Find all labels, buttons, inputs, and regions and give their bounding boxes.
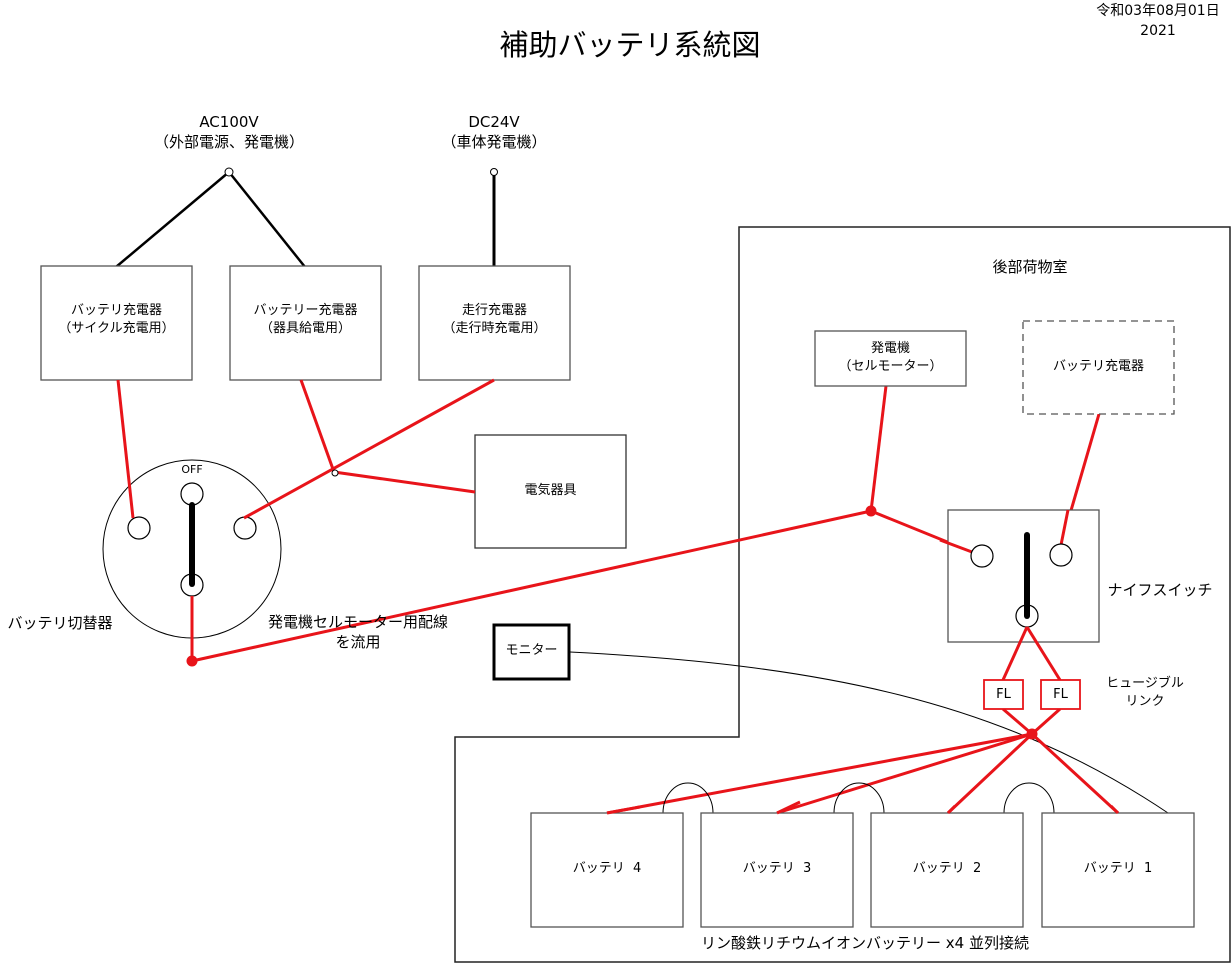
date-stamp: 令和03年08月01日 2021	[1093, 2, 1223, 41]
wire-selector-to-generator-junction	[191, 509, 872, 663]
date-japanese: 令和03年08月01日	[1096, 3, 1220, 19]
charger-box-appliance	[229, 265, 382, 381]
page-title: 補助バッテリ系統図	[499, 28, 761, 62]
knife-left-terminal	[970, 544, 994, 568]
junction-generator	[865, 505, 877, 517]
wire-end-battery-1	[1109, 804, 1120, 815]
fusible-link-caption: ヒュージブル リンク	[1090, 675, 1200, 710]
battery-2-label: バッテリ 2	[912, 861, 982, 876]
charger-appliance-label: バッテリー充電器 （器具給電用）	[230, 302, 381, 337]
fusible-link-right-label: FL	[1053, 687, 1068, 702]
wire-fl-left-to-junction	[1002, 707, 1033, 736]
battery-box-3	[700, 812, 854, 928]
selector-right-terminal	[233, 516, 257, 540]
junction-batteries	[1026, 728, 1038, 740]
charger-cycle-label: バッテリ充電器 （サイクル充電用）	[41, 302, 192, 337]
wire-running-charger-to-selector	[243, 378, 495, 520]
wire-end-battery-2	[946, 804, 957, 815]
onboard-charger-box	[1022, 320, 1175, 415]
charger-box-running	[418, 265, 571, 381]
wire-junction-to-battery-2	[946, 732, 1034, 815]
fusible-link-left-label: FL	[996, 687, 1011, 702]
selector-label: バッテリ切替器	[7, 614, 113, 632]
wire-knife-to-fl-left	[1001, 626, 1029, 681]
battery-box-4	[530, 812, 684, 928]
ac-terminal	[224, 167, 234, 177]
monitor-label: モニター	[505, 643, 558, 658]
wire-junction-to-battery-1	[1030, 732, 1120, 815]
fusible-link-caption-line2: リンク	[1125, 693, 1165, 709]
selector-left-terminal	[127, 516, 151, 540]
wire-appliance-charger-to-junction	[299, 379, 336, 473]
wire-junction-to-battery-4	[606, 732, 1033, 815]
rear-compartment-title: 後部荷物室	[992, 258, 1068, 276]
battery-caption: リン酸鉄リチウムイオンバッテリー x4 並列接続	[701, 934, 1029, 952]
battery-link-4-3	[662, 782, 714, 814]
generator-name: 発電機	[870, 341, 910, 356]
ac-source-label: AC100V （外部電源、発電機）	[129, 112, 329, 153]
appliance-label: 電気器具	[524, 483, 577, 498]
charger-running-purpose: （走行時充電用）	[442, 320, 547, 336]
battery-4-label: バッテリ 4	[572, 861, 642, 876]
wiring-note-line1: 発電機セルモーター用配線	[267, 613, 448, 631]
knife-switch-wire-right-redraw	[1059, 509, 1070, 546]
wire-junction-to-battery-3	[776, 732, 1033, 815]
generator-label: 発電機 （セルモーター）	[815, 340, 966, 375]
dc-source-voltage: DC24V	[468, 113, 520, 131]
wire-fl-right-to-junction	[1031, 707, 1061, 736]
wiring-note-line2: を流用	[335, 633, 381, 652]
wire-junction-to-appliance	[333, 470, 476, 494]
battery-box-1	[1041, 812, 1195, 928]
appliance-box	[474, 434, 627, 549]
wire-end-battery-3	[776, 800, 801, 815]
selector-off-label: OFF	[181, 463, 203, 476]
fusible-link-right	[1040, 679, 1081, 710]
junction-appliance	[331, 469, 339, 477]
selector-off-terminal	[180, 482, 204, 506]
dc-source-label: DC24V （車体発電機）	[414, 112, 574, 153]
date-year: 2021	[1140, 22, 1176, 39]
ac-source-voltage: AC100V	[199, 113, 259, 131]
battery-3-label: バッテリ 3	[742, 861, 812, 876]
junction-selector	[186, 655, 198, 667]
rear-compartment-outline	[454, 226, 1231, 963]
wire-end-battery-4	[606, 805, 641, 815]
knife-switch-label: ナイフスイッチ	[1107, 581, 1213, 599]
charger-appliance-name: バッテリー充電器	[253, 303, 358, 318]
wire-knife-to-fl-right	[1025, 626, 1062, 681]
ac-line-right	[228, 171, 306, 268]
charger-appliance-purpose: （器具給電用）	[259, 320, 351, 336]
battery-wire-ends	[606, 800, 1120, 815]
wire-cycle-charger-to-selector	[116, 379, 135, 519]
knife-right-terminal	[1049, 543, 1073, 567]
generator-box	[814, 330, 967, 387]
charger-running-name: 走行充電器	[461, 303, 527, 318]
charger-box-cycle	[40, 265, 193, 381]
charger-running-label: 走行充電器 （走行時充電用）	[419, 302, 570, 337]
battery-1-label: バッテリ 1	[1083, 861, 1153, 876]
ac-source-desc: （外部電源、発電機）	[153, 133, 304, 152]
fusible-link-wires	[606, 626, 1120, 815]
charger-cycle-name: バッテリ充電器	[70, 303, 162, 318]
wire-generator-to-junction	[869, 385, 888, 512]
battery-box-2	[870, 812, 1024, 928]
battery-link-2-1	[1003, 782, 1055, 814]
wiring-note: 発電機セルモーター用配線 を流用	[258, 612, 458, 653]
monitor-box	[492, 623, 571, 681]
fusible-link-left	[983, 679, 1024, 710]
monitor-wire	[569, 651, 1169, 814]
battery-link-3-2	[833, 782, 885, 814]
ac-line-left	[115, 171, 230, 268]
generator-desc: （セルモーター）	[838, 358, 943, 374]
knife-switch-wire-left-redraw	[939, 538, 973, 554]
dc-terminal	[490, 168, 498, 176]
dc-source-desc: （車体発電機）	[441, 133, 547, 152]
fusible-link-caption-line1: ヒュージブル	[1106, 676, 1184, 691]
onboard-charger-label: バッテリ充電器	[1052, 359, 1144, 374]
charger-cycle-purpose: （サイクル充電用）	[58, 320, 175, 336]
